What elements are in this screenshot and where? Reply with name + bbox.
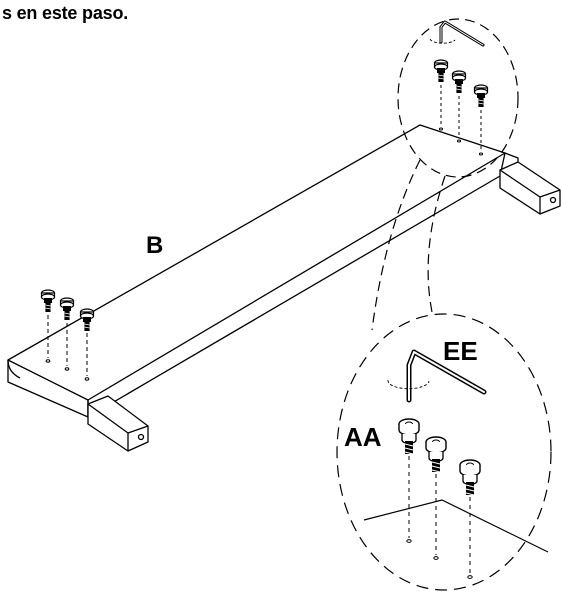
label-rail-b: B xyxy=(146,232,163,259)
label-hex-key-ee: EE xyxy=(443,336,478,366)
rail-b xyxy=(7,124,561,452)
detail-circle-large xyxy=(336,313,552,591)
detail-circle-small xyxy=(397,18,519,178)
detail-connector xyxy=(371,159,446,331)
rail-left-bolts xyxy=(40,289,95,381)
instruction-caption: s en este paso. xyxy=(2,3,129,23)
label-bolt-aa: AA xyxy=(344,422,382,452)
